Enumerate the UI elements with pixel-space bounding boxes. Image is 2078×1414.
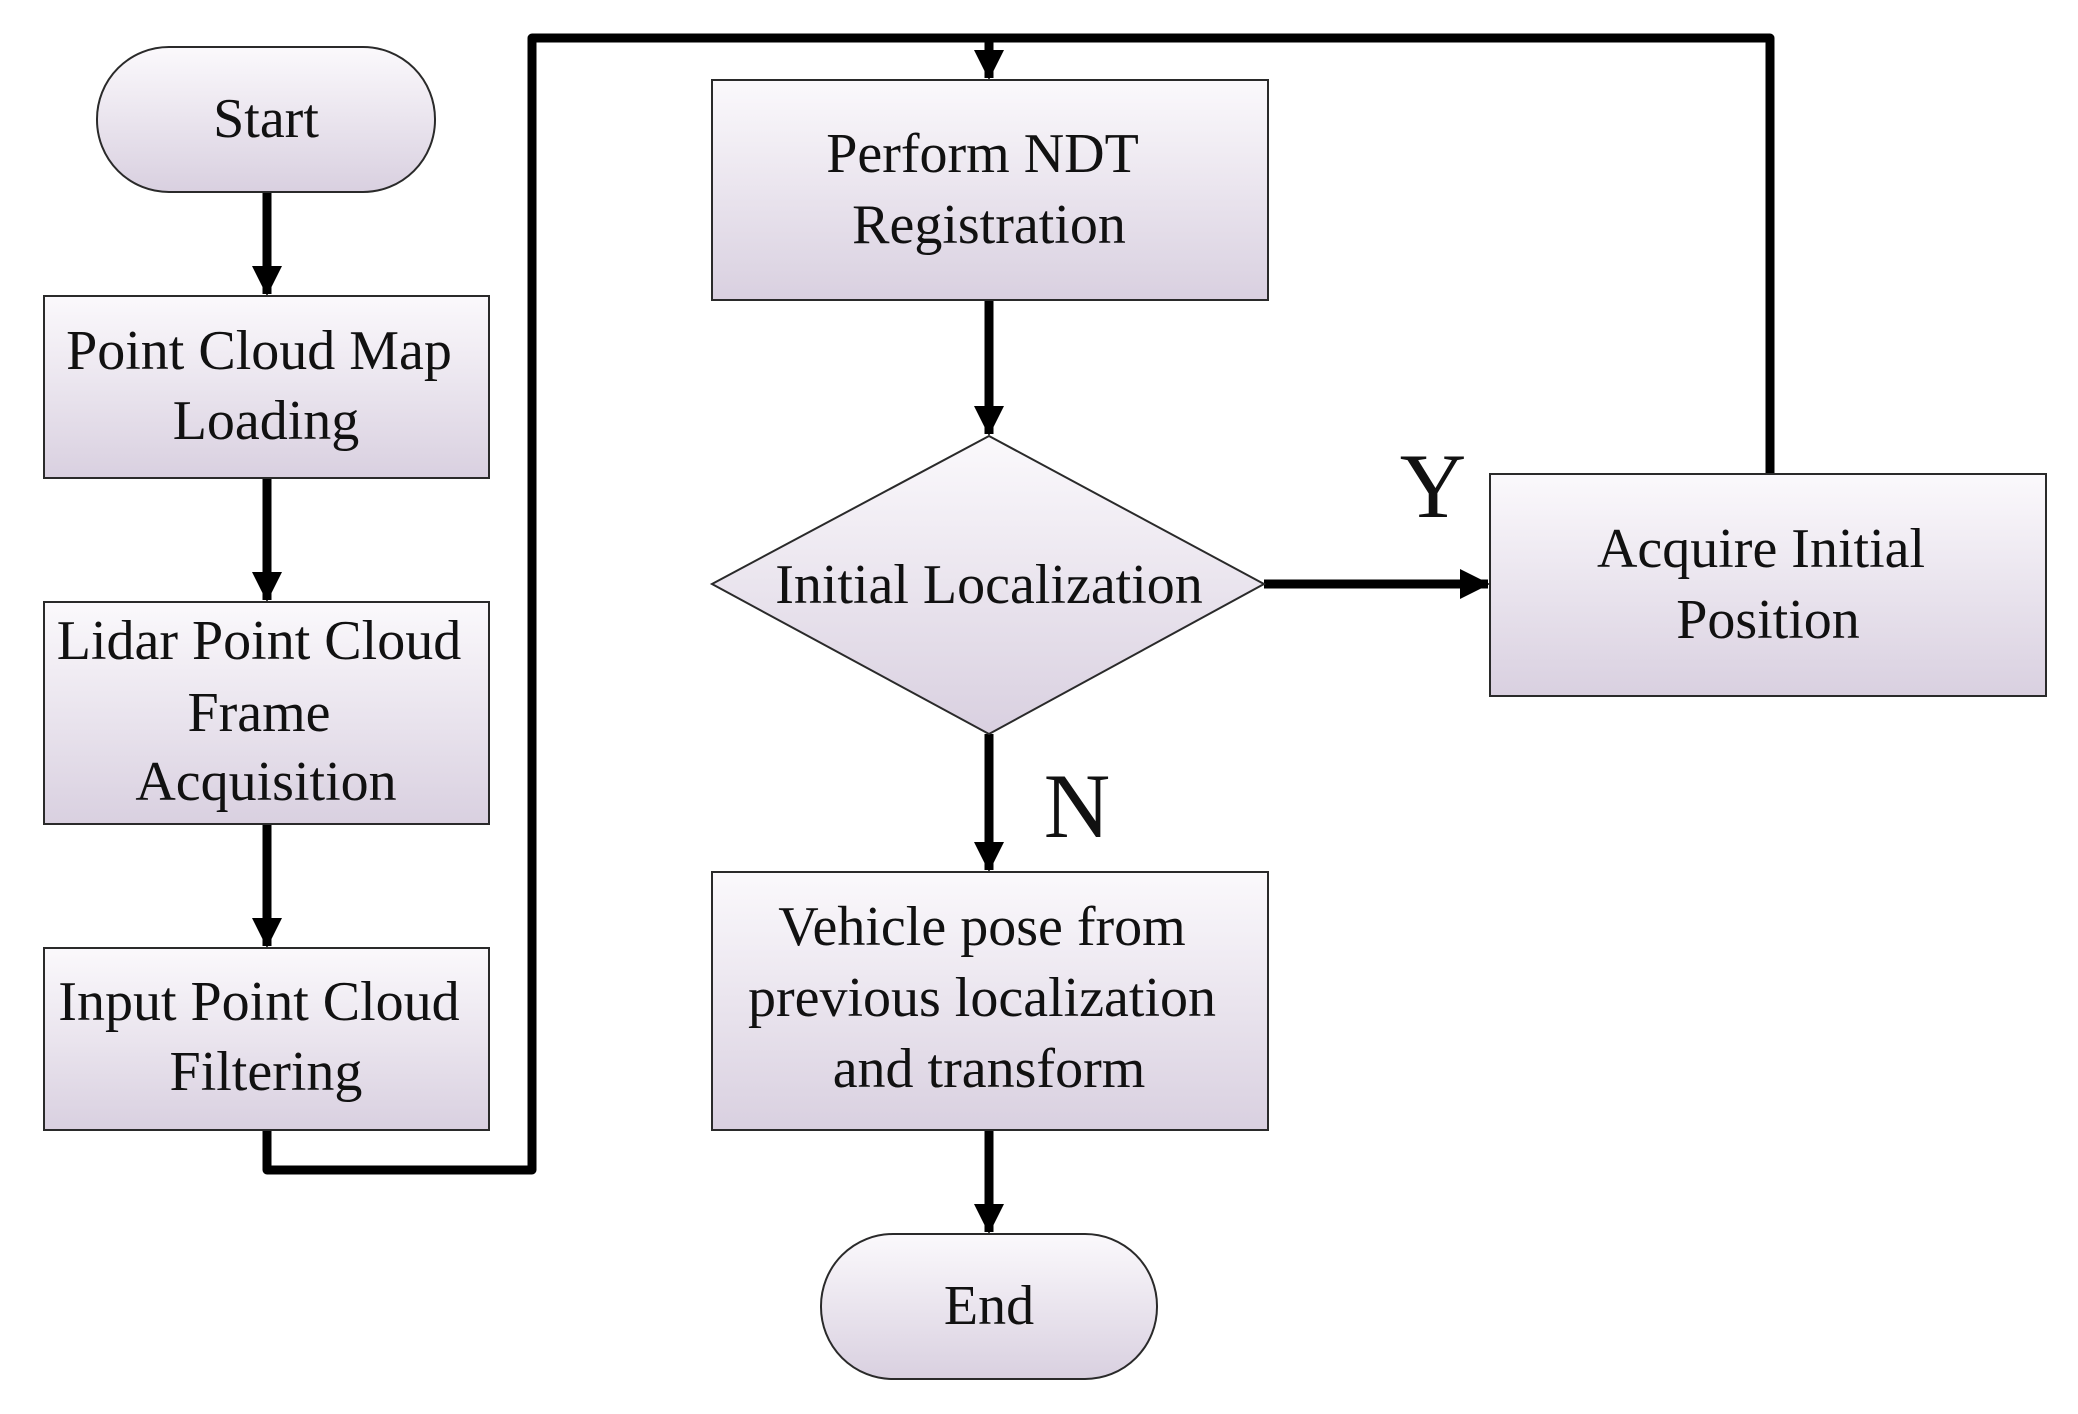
ndt-registration-line-1: Perform NDT [826, 123, 1138, 185]
filtering-line-1: Input Point Cloud [58, 971, 459, 1033]
initial-localization-label: Initial Localization [775, 554, 1203, 616]
start-label: Start [213, 88, 319, 150]
connector-acquire-position-loop [989, 33, 1775, 474]
map-loading-label: Point Cloud Map Loading [66, 320, 466, 452]
vehicle-pose-label: Vehicle pose from previous localization … [748, 896, 1230, 1100]
vehicle-pose-node: Vehicle pose from previous localization … [711, 871, 1269, 1131]
connector-filtering-to-ndt [262, 33, 1004, 1175]
frame-acquisition-line-1: Lidar Point Cloud [57, 610, 461, 672]
ndt-registration-node: Perform NDT Registration [711, 79, 1269, 301]
acquire-position-line-1: Acquire Initial [1597, 518, 1925, 580]
map-loading-line-1: Point Cloud Map [66, 320, 452, 382]
start-node: Start [96, 46, 436, 193]
frame-acquisition-node: Lidar Point Cloud Frame Acquisition [43, 601, 490, 825]
filtering-line-2: Filtering [170, 1041, 363, 1103]
frame-acquisition-label: Lidar Point Cloud Frame Acquisition [57, 610, 475, 813]
acquire-position-node: Acquire Initial Position [1489, 473, 2047, 697]
vehicle-pose-line-3: and transform [833, 1038, 1146, 1100]
end-node: End [820, 1233, 1158, 1380]
filtering-label: Input Point Cloud Filtering [58, 971, 473, 1103]
acquire-position-line-2: Position [1676, 589, 1860, 651]
acquire-position-label: Acquire Initial Position [1597, 518, 1939, 651]
branch-yes-label: Y [1400, 435, 1466, 537]
initial-localization-decision: Initial Localization [709, 434, 1267, 736]
branch-no-label: N [1044, 755, 1110, 857]
vehicle-pose-line-1: Vehicle pose from [778, 896, 1185, 958]
filtering-node: Input Point Cloud Filtering [43, 947, 490, 1131]
frame-acquisition-line-2: Frame [187, 682, 330, 744]
frame-acquisition-line-3: Acquisition [135, 751, 396, 813]
ndt-registration-line-2: Registration [852, 194, 1126, 256]
ndt-registration-label: Perform NDT Registration [826, 123, 1152, 256]
map-loading-line-2: Loading [173, 390, 360, 452]
vehicle-pose-line-2: previous localization [748, 967, 1216, 1029]
end-label: End [944, 1275, 1034, 1337]
map-loading-node: Point Cloud Map Loading [43, 295, 490, 479]
